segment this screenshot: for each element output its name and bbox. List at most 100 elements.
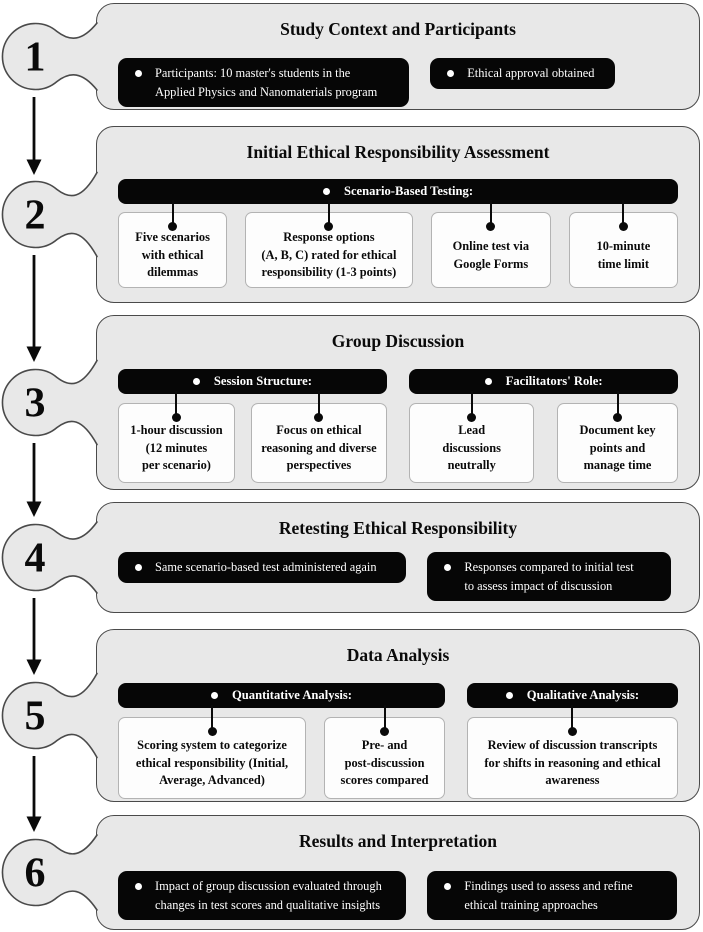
step-5-groups: Quantitative Analysis: Scoring system to… [118, 683, 678, 799]
bullet-icon [135, 70, 142, 77]
step-number: 6 [25, 851, 46, 897]
flow-step-6: Results and Interpretation Impact of gro… [0, 815, 703, 930]
connector-line [211, 705, 214, 732]
bullet-icon [135, 564, 142, 571]
flow-arrow-icon [26, 756, 42, 832]
connector-dot [324, 221, 334, 231]
bullet-icon [484, 378, 492, 385]
step-number: 3 [25, 381, 46, 427]
connector-dot [171, 412, 181, 422]
connector-dot [467, 412, 477, 422]
connector-dot [486, 221, 496, 231]
detail-box: Pre- and post-discussion scores compared [324, 705, 446, 799]
step-3-title: Group Discussion [331, 331, 465, 351]
pill-item: Same scenario-based test administered ag… [118, 552, 407, 583]
bullet-icon [211, 692, 218, 699]
pill-item: Findings used to assess and refine ethic… [427, 871, 677, 920]
step-4-title: Retesting Ethical Responsibility [278, 518, 518, 538]
connector-dot [314, 412, 324, 422]
connector-dot [613, 412, 623, 422]
connector-line [171, 200, 174, 227]
pill-item: Ethical approval obtained [430, 58, 615, 89]
category-group: Facilitators' Role: Lead discussions neu… [409, 369, 678, 483]
flow-step-2: Initial Ethical Responsibility Assessmen… [0, 126, 703, 303]
connector-dot [567, 726, 577, 736]
step-number-badge: 1 [1, 22, 106, 91]
category-bar: Session Structure: [118, 369, 387, 394]
step-3-groups: Session Structure: 1-hour discussion (12… [118, 369, 678, 483]
step-2-boxes: Five scenarios with ethical dilemmas Res… [118, 200, 678, 288]
step-1-items: Participants: 10 master's students in th… [118, 58, 678, 107]
detail-box: Focus on ethical reasoning and diverse p… [251, 391, 387, 483]
detail-box: Lead discussions neutrally [409, 391, 535, 483]
step-number: 2 [25, 193, 46, 239]
step-number-badge: 2 [1, 171, 106, 258]
connector-line [175, 391, 178, 418]
category-group: Qualitative Analysis: Review of discussi… [466, 683, 678, 799]
step-number-badge: 5 [1, 672, 106, 759]
step-5-title: Data Analysis [346, 645, 450, 665]
flow-arrow-icon [26, 97, 42, 175]
connector-dot [207, 726, 217, 736]
step-number-badge: 4 [1, 521, 106, 594]
step-2-title: Initial Ethical Responsibility Assessmen… [246, 142, 550, 162]
pill-item: Participants: 10 master's students in th… [118, 58, 410, 107]
pill-item: Responses compared to initial test to as… [427, 552, 671, 601]
step-3-panel: Group Discussion Session Structure: 1-ho… [96, 315, 700, 490]
step-number: 1 [25, 35, 46, 81]
bullet-icon [444, 564, 452, 571]
bullet-icon [192, 378, 200, 385]
connector-dot [618, 221, 628, 231]
step-4-panel: Retesting Ethical Responsibility Same sc… [96, 502, 700, 613]
flow-step-3: Group Discussion Session Structure: 1-ho… [0, 315, 703, 490]
step-1-title: Study Context and Participants [280, 19, 516, 39]
flow-arrow-icon [26, 255, 42, 362]
step-number-badge: 3 [1, 359, 106, 446]
bullet-icon [322, 188, 330, 195]
flow-arrow-icon [26, 598, 42, 675]
bullet-icon [135, 883, 142, 890]
step-1-panel: Study Context and Participants Participa… [96, 3, 700, 110]
category-group: Session Structure: 1-hour discussion (12… [118, 369, 387, 483]
flow-step-5: Data Analysis Quantitative Analysis: Sco… [0, 629, 703, 802]
step-number: 5 [25, 694, 46, 740]
connector-dot [380, 726, 390, 736]
connector-line [327, 200, 330, 227]
pill-item: Impact of group discussion evaluated thr… [118, 871, 407, 920]
step-number-badge: 6 [1, 834, 106, 911]
detail-box: Response options (A, B, C) rated for eth… [244, 200, 413, 288]
category-bar: Facilitators' Role: [409, 369, 678, 394]
category-bar: Scenario-Based Testing: [118, 179, 678, 204]
detail-box: Review of discussion transcripts for shi… [466, 705, 678, 799]
connector-line [622, 200, 625, 227]
step-6-panel: Results and Interpretation Impact of gro… [96, 815, 700, 930]
bullet-icon [444, 883, 452, 890]
detail-box: Online test via Google Forms [430, 200, 552, 288]
category-group: Quantitative Analysis: Scoring system to… [118, 683, 446, 799]
bullet-icon [447, 70, 455, 77]
step-number: 4 [25, 536, 46, 582]
detail-box: Document key points and manage time [557, 391, 678, 483]
detail-box: Scoring system to categorize ethical res… [118, 705, 307, 799]
step-6-title: Results and Interpretation [298, 831, 498, 851]
connector-line [470, 391, 473, 418]
bullet-icon [505, 692, 513, 699]
connector-line [489, 200, 492, 227]
step-2-panel: Initial Ethical Responsibility Assessmen… [96, 126, 700, 303]
connector-line [383, 705, 386, 732]
step-5-panel: Data Analysis Quantitative Analysis: Sco… [96, 629, 700, 802]
flow-arrow-icon [26, 443, 42, 517]
connector-dot [168, 221, 178, 231]
connector-line [317, 391, 320, 418]
step-6-items: Impact of group discussion evaluated thr… [118, 871, 678, 920]
connector-line [571, 705, 574, 732]
detail-box: 10-minute time limit [568, 200, 678, 288]
detail-box: 1-hour discussion (12 minutes per scenar… [118, 391, 235, 483]
step-4-items: Same scenario-based test administered ag… [118, 552, 678, 601]
flow-step-1: Study Context and Participants Participa… [0, 3, 703, 110]
category-bar: Quantitative Analysis: [118, 683, 446, 708]
flow-step-4: Retesting Ethical Responsibility Same sc… [0, 502, 703, 613]
detail-box: Five scenarios with ethical dilemmas [118, 200, 228, 288]
